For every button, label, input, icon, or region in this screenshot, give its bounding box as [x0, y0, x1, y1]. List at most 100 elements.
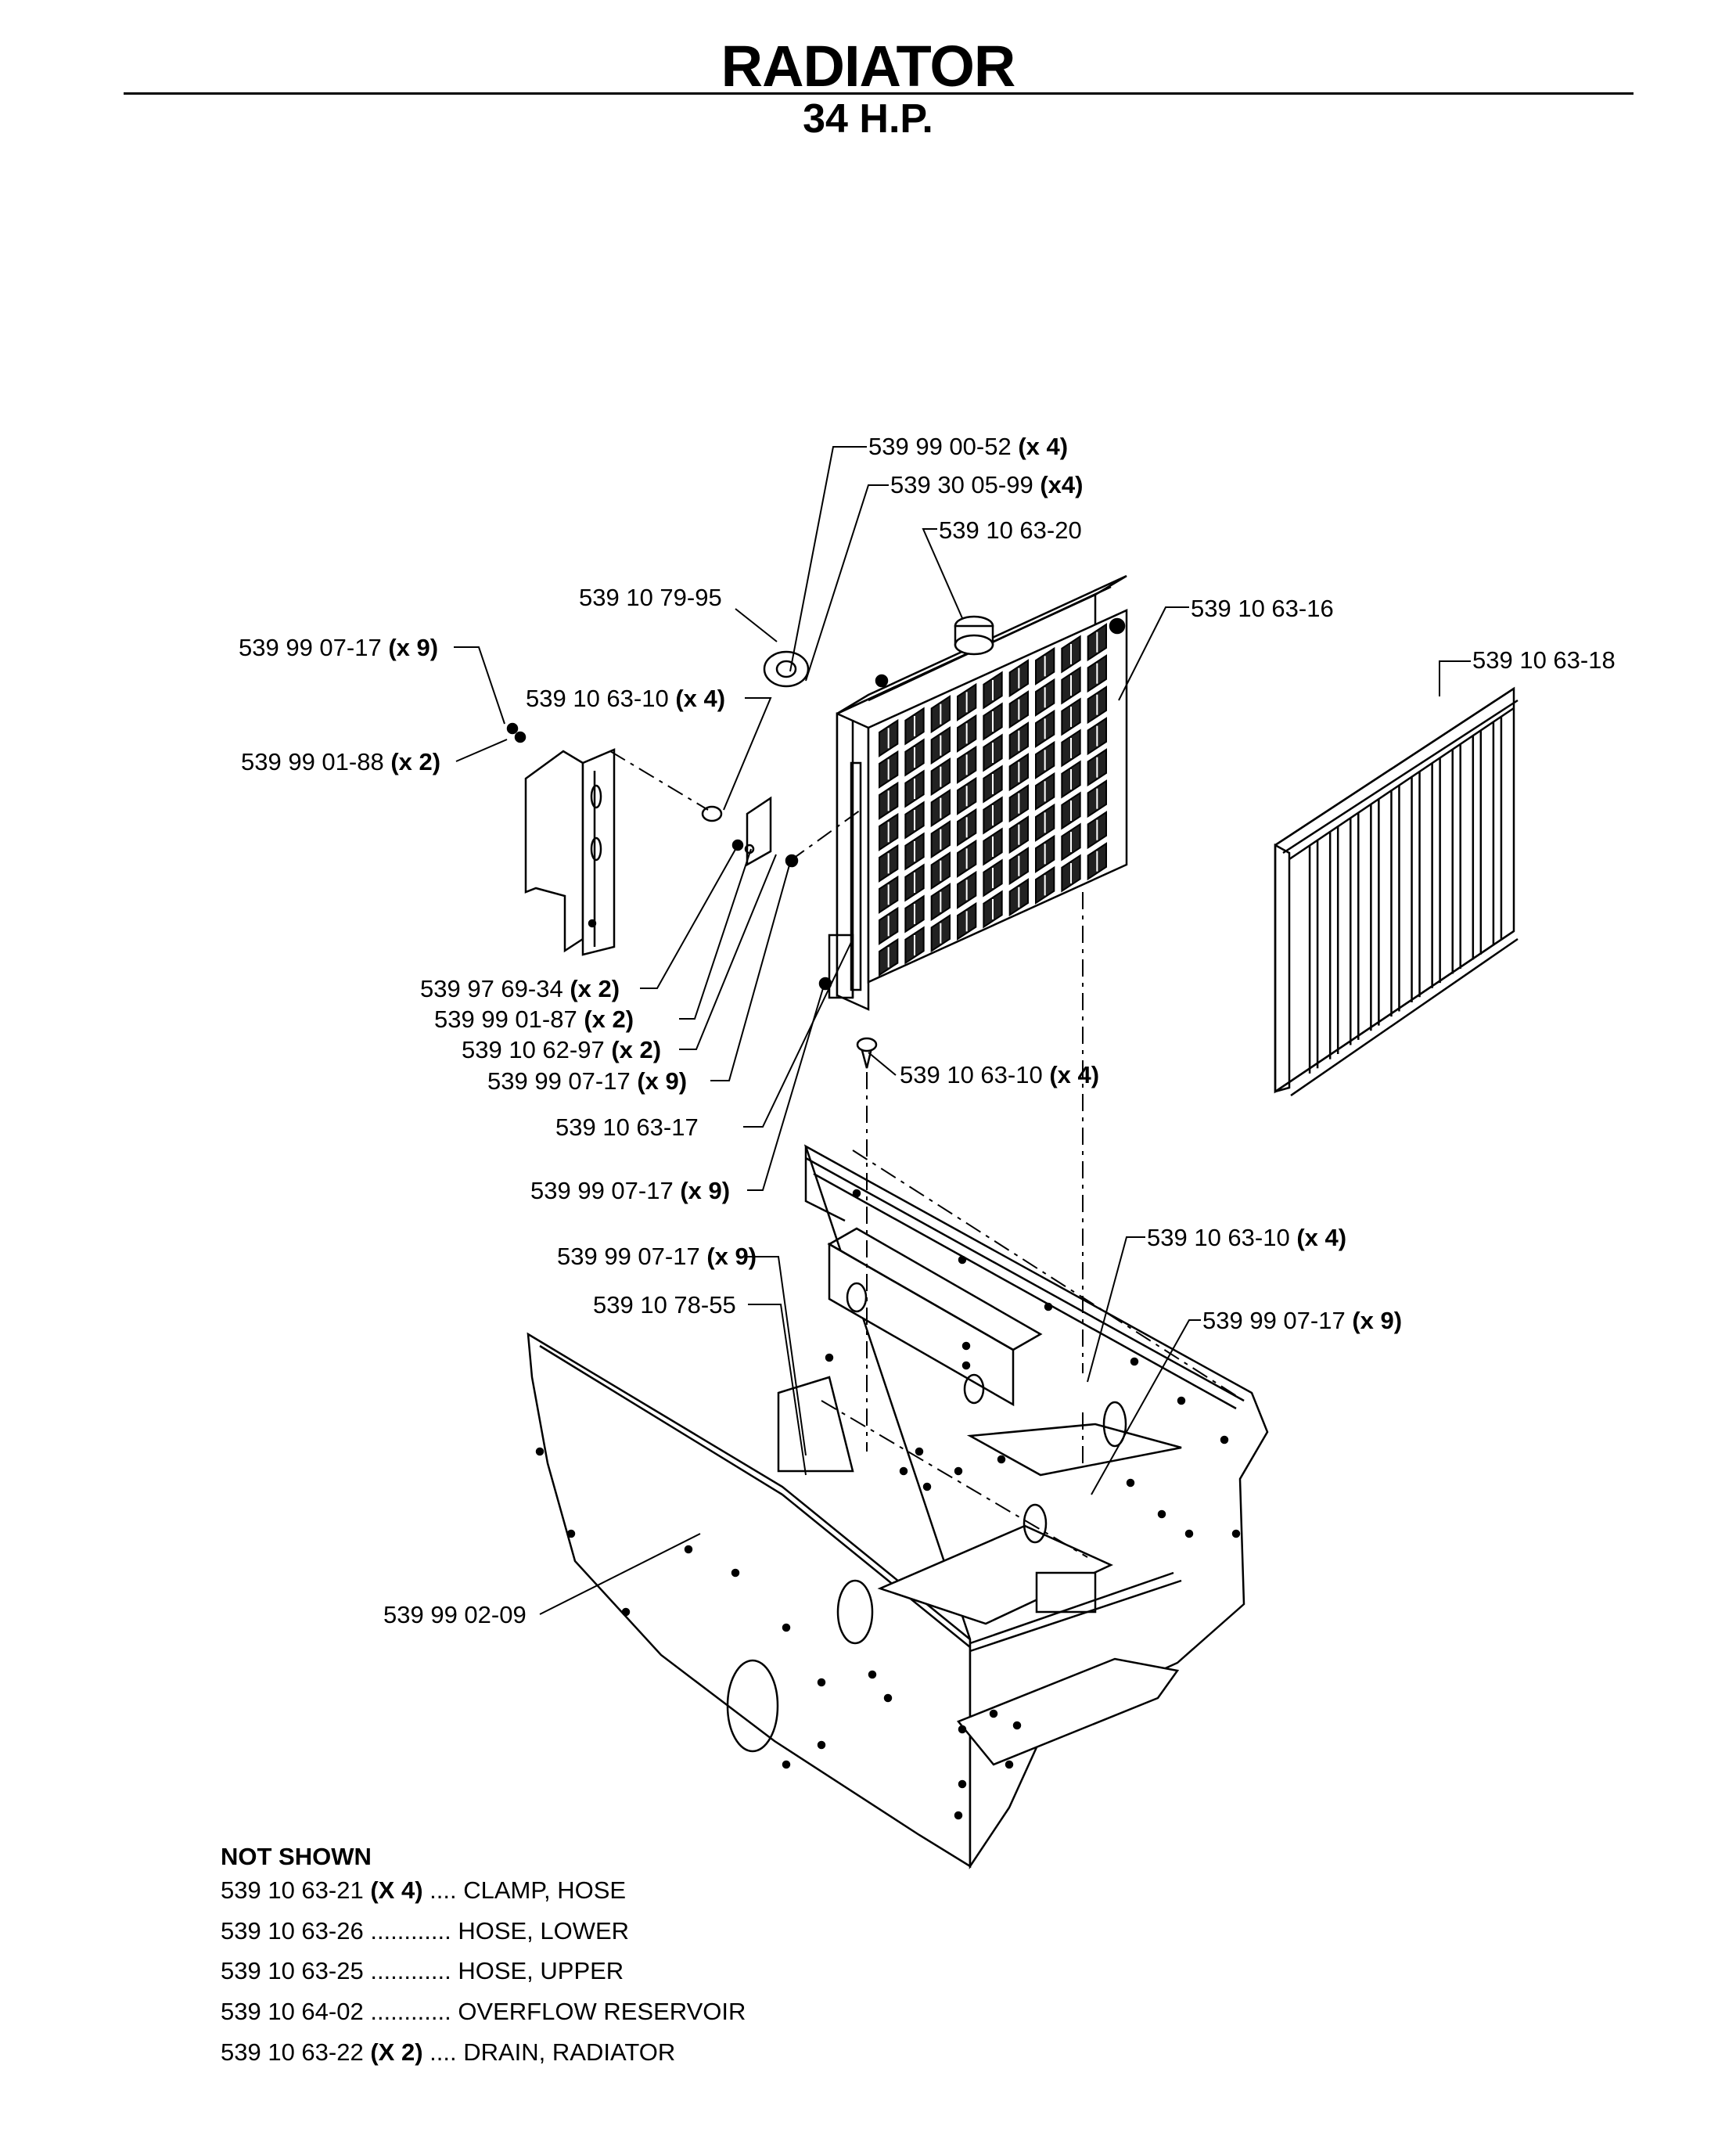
quantity: (x 2) [584, 1006, 634, 1033]
callout-label: 539 99 07-17 (x 9) [487, 1069, 687, 1093]
not-shown-heading: NOT SHOWN [221, 1843, 372, 1870]
dot-leader: .... [422, 1876, 464, 1904]
part-number: 539 10 64-02 [221, 1998, 364, 2025]
bolt-hole [1220, 1435, 1229, 1444]
bolt-hole [817, 1678, 826, 1687]
bolt-hole [899, 1466, 908, 1476]
page-subtitle: 34 H.P. [803, 96, 933, 142]
callout-label: 539 10 63-10 (x 4) [1147, 1225, 1346, 1250]
bolt-hole [915, 1447, 924, 1456]
part-description: OVERFLOW RESERVOIR [458, 1998, 746, 2025]
part-number: 539 10 63-21 [221, 1876, 364, 1904]
quantity: (x 9) [1352, 1307, 1403, 1334]
bolt-hole [883, 1693, 893, 1703]
assembly-centerlines [609, 750, 1245, 1558]
dot-leader: ............ [363, 1998, 458, 2025]
bolt-hole [954, 1466, 963, 1476]
not-shown-item: 539 10 63-26 ............ HOSE, LOWER [221, 1919, 629, 1943]
quantity: (x 4) [1049, 1061, 1100, 1088]
callout-label: 539 99 07-17 (x 9) [1202, 1308, 1402, 1333]
part-description: CLAMP, HOSE [463, 1876, 627, 1904]
part-description: HOSE, UPPER [458, 1957, 624, 1984]
frame-bolt-holes [535, 1189, 1241, 1820]
part-description: HOSE, LOWER [458, 1917, 630, 1945]
quantity: (X 4) [370, 1876, 423, 1904]
callout-label: 539 10 79-95 [579, 585, 722, 610]
part-number: 539 10 63-16 [1191, 595, 1334, 622]
callout-label: 539 99 01-87 (x 2) [434, 1007, 634, 1031]
quantity: (x 4) [675, 685, 726, 712]
quantity: (x 4) [1296, 1224, 1347, 1251]
bolt-hole [1157, 1509, 1166, 1519]
bolt-hole [566, 1529, 576, 1538]
part-number: 539 99 07-17 [487, 1067, 631, 1095]
callout-label: 539 10 63-20 [939, 518, 1082, 542]
bolt-hole [817, 1740, 826, 1750]
bolt-hole [958, 1779, 967, 1789]
bolt-hole [1184, 1529, 1194, 1538]
bolt-hole [1177, 1396, 1186, 1405]
quantity: (x 9) [706, 1243, 757, 1270]
quantity: (x 2) [611, 1036, 662, 1063]
bolt-hole [961, 1341, 971, 1351]
dot-leader: .... [422, 2038, 464, 2066]
callout-label: 539 10 63-17 [555, 1115, 699, 1139]
bolt-hole [1005, 1760, 1014, 1769]
callout-label: 539 10 63-16 [1191, 596, 1334, 621]
radiator-cap [954, 615, 994, 656]
callout-leaders [454, 446, 1471, 1615]
quantity: (x 4) [1018, 433, 1069, 460]
not-shown-item: 539 10 63-25 ............ HOSE, UPPER [221, 1959, 624, 1983]
radiator-fins [879, 623, 1107, 977]
radiator-fitting [1109, 617, 1126, 635]
bolt-hole [922, 1482, 932, 1491]
part-number: 539 99 00-52 [868, 433, 1012, 460]
callout-label: 539 99 07-17 (x 9) [239, 635, 438, 660]
part-number: 539 10 63-18 [1472, 646, 1616, 674]
bolt-hole [852, 1189, 861, 1198]
radiator-screen [1274, 686, 1519, 1097]
quantity: (x 2) [390, 748, 441, 775]
part-number: 539 10 63-22 [221, 2038, 364, 2066]
not-shown-item: 539 10 63-22 (X 2) .... DRAIN, RADIATOR [221, 2040, 675, 2064]
bolt-hole [731, 1568, 740, 1578]
bolt-hole [1130, 1357, 1139, 1366]
dot-leader: ............ [363, 1957, 458, 1984]
callout-label: 539 97 69-34 (x 2) [420, 977, 620, 1001]
callout-label: 539 10 63-18 [1472, 648, 1616, 672]
quantity: (X 2) [370, 2038, 423, 2066]
part-number: 539 99 07-17 [530, 1177, 674, 1204]
bolt-hole [535, 1447, 545, 1456]
callout-label: 539 99 07-17 (x 9) [530, 1178, 730, 1203]
dot-leader: ............ [363, 1917, 458, 1945]
part-number: 539 99 07-17 [239, 634, 382, 661]
quantity: (x 9) [388, 634, 439, 661]
bolt-hole [1012, 1721, 1022, 1730]
part-number: 539 99 02-09 [383, 1601, 527, 1628]
part-number: 539 10 63-10 [526, 685, 669, 712]
not-shown-item: 539 10 63-21 (X 4) .... CLAMP, HOSE [221, 1878, 626, 1902]
part-number: 539 99 07-17 [557, 1243, 700, 1270]
chassis-frame [527, 1144, 1269, 1870]
callout-label: 539 10 62-97 (x 2) [462, 1038, 661, 1062]
callout-label: 539 99 01-88 (x 2) [241, 750, 440, 774]
part-number: 539 10 78-55 [593, 1291, 736, 1319]
quantity: (x 9) [680, 1177, 731, 1204]
bolt-hole [958, 1725, 967, 1734]
shroud-bracket [524, 748, 616, 956]
part-number: 539 10 63-10 [1147, 1224, 1290, 1251]
part-number: 539 97 69-34 [420, 975, 563, 1002]
part-number: 539 10 62-97 [462, 1036, 605, 1063]
callout-label: 539 10 63-10 (x 4) [526, 686, 725, 711]
quantity: (x 2) [570, 975, 620, 1002]
bolt-hole [1126, 1478, 1135, 1488]
part-number: 539 30 05-99 [890, 471, 1033, 498]
callout-label: 539 99 02-09 [383, 1603, 527, 1627]
bolt-hole [1231, 1529, 1241, 1538]
callout-label: 539 10 63-10 (x 4) [900, 1063, 1099, 1087]
callout-label: 539 30 05-99 (x4) [890, 473, 1083, 497]
part-number: 539 99 01-87 [434, 1006, 577, 1033]
part-number: 539 10 63-26 [221, 1917, 364, 1945]
bolt-hole [997, 1455, 1006, 1464]
